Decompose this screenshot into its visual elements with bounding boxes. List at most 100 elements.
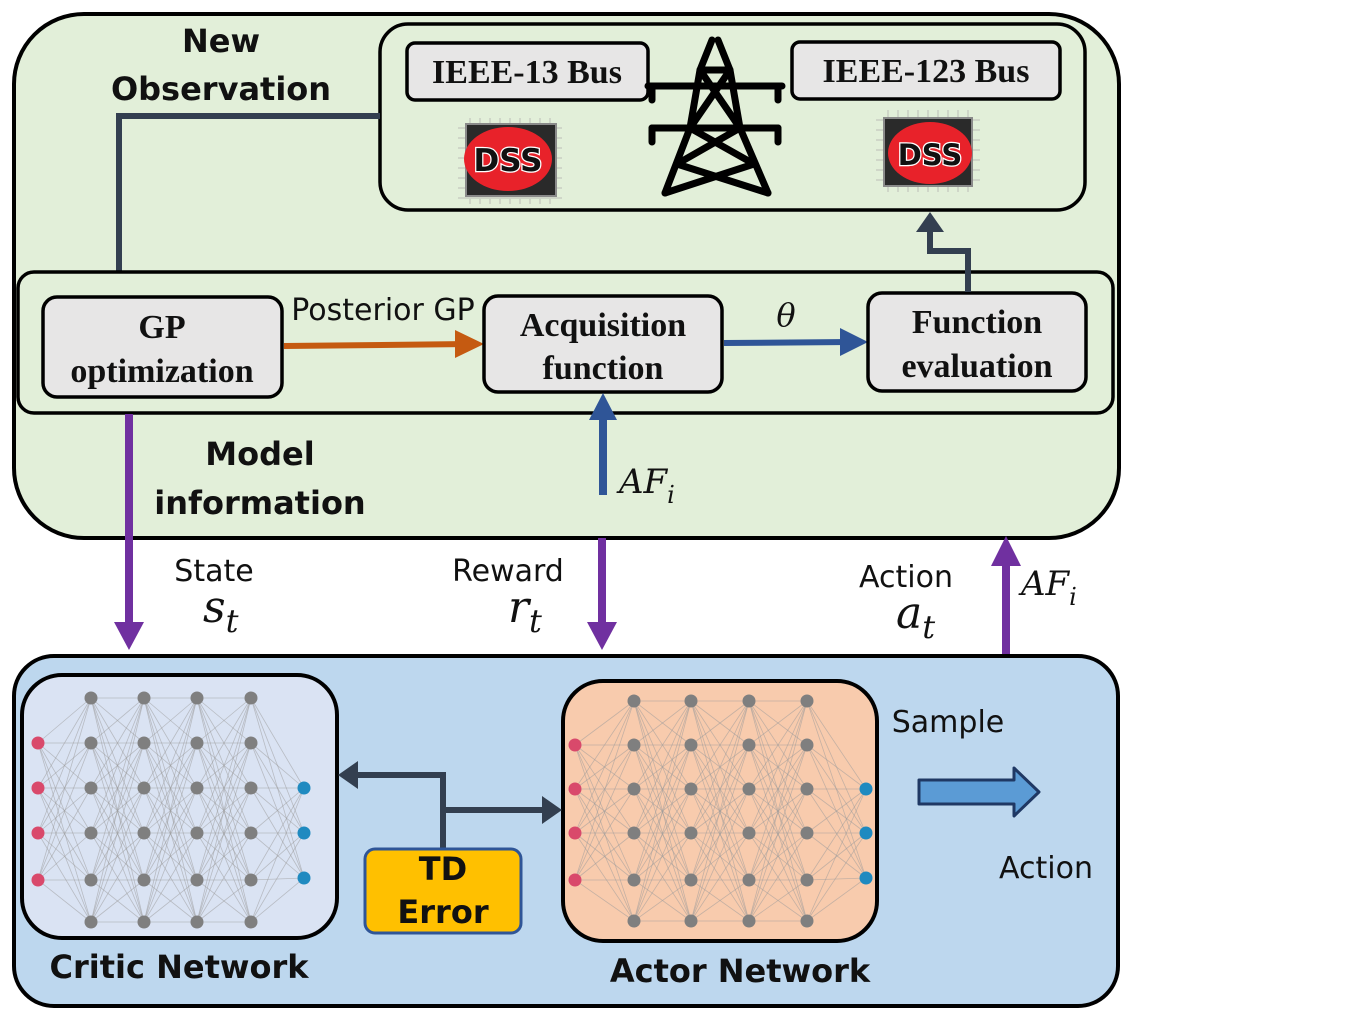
hidden-node (137, 915, 151, 929)
network-edge (574, 700, 635, 834)
network-edge (748, 744, 808, 922)
network-edge (806, 788, 867, 881)
network-edge (748, 832, 808, 922)
network-edge (143, 787, 198, 881)
hidden-node (137, 826, 151, 840)
network-edge (250, 877, 305, 881)
transmission-tower-icon (644, 36, 786, 197)
hidden-node (627, 738, 641, 752)
theta-arrow (723, 339, 851, 346)
hidden-node (84, 915, 98, 929)
network-edge (690, 700, 750, 790)
network-edge (37, 742, 92, 881)
network-edge (806, 788, 867, 922)
input-node (31, 781, 45, 795)
td-error-box (363, 847, 523, 935)
hidden-node (137, 691, 151, 705)
network-edge (90, 879, 145, 923)
dss-label-right: DSS (898, 138, 963, 172)
network-edge (196, 697, 252, 744)
network-edge (37, 697, 92, 744)
network-edge (250, 742, 305, 789)
network-edge (574, 879, 635, 922)
network-edge (748, 700, 808, 790)
network-edge (250, 787, 305, 881)
network-edge (574, 788, 635, 834)
input-node (568, 738, 582, 752)
hidden-node (800, 826, 814, 840)
hidden-node (742, 738, 756, 752)
network-edge (574, 700, 635, 746)
network-edge (690, 879, 750, 922)
output-node (297, 871, 311, 885)
state-label: State (174, 554, 253, 589)
network-edge (748, 700, 808, 834)
hidden-node (742, 782, 756, 796)
network-edge (748, 700, 808, 922)
hidden-node (627, 782, 641, 796)
hidden-node (244, 826, 258, 840)
output-node (297, 826, 311, 840)
network-edge (574, 788, 635, 881)
hidden-node (190, 915, 204, 929)
network-edge (633, 700, 692, 746)
acquisition-function-box (482, 294, 724, 394)
dss-chip-icon-left: DSS (458, 118, 562, 204)
network-edge (690, 832, 750, 881)
new-observation-arrow (116, 113, 380, 284)
function-evaluation-box (866, 291, 1088, 393)
posterior-gp-arrow (283, 339, 473, 350)
hidden-node (800, 873, 814, 887)
hidden-node (244, 736, 258, 750)
network-edge (37, 832, 92, 881)
reward-label: Reward (452, 554, 564, 589)
network-edge (90, 832, 145, 881)
hidden-node (684, 738, 698, 752)
network-edge (37, 697, 92, 789)
new-observation-label-1: New (182, 22, 260, 60)
network-edge (196, 742, 252, 923)
output-node (859, 782, 873, 796)
posterior-gp-label: Posterior GP (291, 293, 474, 328)
network-edge (90, 742, 145, 923)
hidden-node (627, 826, 641, 840)
critic-neural-network-icon (31, 691, 311, 929)
network-edge (806, 877, 867, 881)
output-node (297, 781, 311, 795)
action-output-label: Action (999, 851, 1093, 886)
network-edge (748, 744, 808, 834)
hidden-node (627, 914, 641, 928)
network-edge (806, 788, 867, 879)
output-node (859, 871, 873, 885)
hidden-node (684, 782, 698, 796)
network-edge (806, 788, 867, 834)
td-label-1: TD (419, 850, 467, 888)
network-edge (633, 700, 692, 881)
network-edge (250, 877, 305, 923)
network-edge (690, 700, 750, 834)
sample-block-arrow-icon (917, 766, 1041, 818)
hidden-node (742, 694, 756, 708)
network-edge (574, 700, 635, 790)
network-edge (806, 832, 867, 922)
hidden-node (800, 738, 814, 752)
network-edge (690, 744, 750, 834)
hidden-node (84, 691, 98, 705)
network-edge (690, 744, 750, 922)
network-edge (196, 787, 252, 923)
func-label-1: Function (912, 304, 1042, 341)
network-edge (748, 700, 808, 881)
network-edge (250, 787, 305, 923)
model-information-label-1: Model (205, 435, 314, 473)
hidden-node (84, 736, 98, 750)
td-to-critic-arrowhead (338, 761, 358, 789)
hidden-node (742, 914, 756, 928)
action-arrowhead (991, 536, 1021, 566)
network-edge (143, 697, 198, 789)
network-edge (37, 787, 92, 881)
network-edge (806, 832, 867, 881)
reward-arrowhead (587, 622, 617, 650)
td-to-critic-arrow (354, 772, 446, 852)
hidden-node (800, 914, 814, 928)
